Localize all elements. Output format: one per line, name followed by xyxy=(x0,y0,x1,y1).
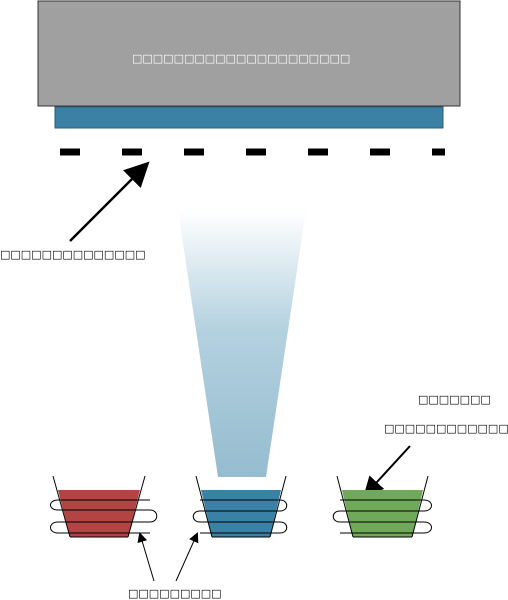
top-housing-box xyxy=(37,0,461,107)
blue-cup xyxy=(192,475,288,538)
dashed-line-label: □□□□□□□□□□□□□□ xyxy=(0,248,146,261)
red-cup-liquid xyxy=(58,490,140,537)
red-cup xyxy=(50,475,158,538)
green-cup-liquid xyxy=(342,490,423,537)
beam xyxy=(178,210,306,477)
red-coil-pointer-arrow-icon xyxy=(137,532,155,582)
blue-cup-coil-icon xyxy=(192,499,288,534)
blue-cup-liquid xyxy=(201,490,281,537)
green-cup-coil-icon xyxy=(332,499,432,534)
top-box-label: □□□□□□□□□□□□□□□□□□□□□ xyxy=(132,52,350,65)
bottom-label: □□□□□□□□□ xyxy=(128,587,222,600)
blue-coil-pointer-arrow-icon xyxy=(175,532,199,582)
green-cup xyxy=(332,475,432,538)
dashed-line-pointer-arrow-icon xyxy=(69,161,150,242)
right-title-label: □□□□□□□ xyxy=(418,393,491,406)
blue-strip xyxy=(54,106,444,129)
green-cup-pointer-arrow-icon xyxy=(363,445,411,497)
right-sub-label: □□□□□□□□□□□□□□□□□□□ xyxy=(384,422,508,435)
red-cup-coil-icon xyxy=(50,499,158,534)
